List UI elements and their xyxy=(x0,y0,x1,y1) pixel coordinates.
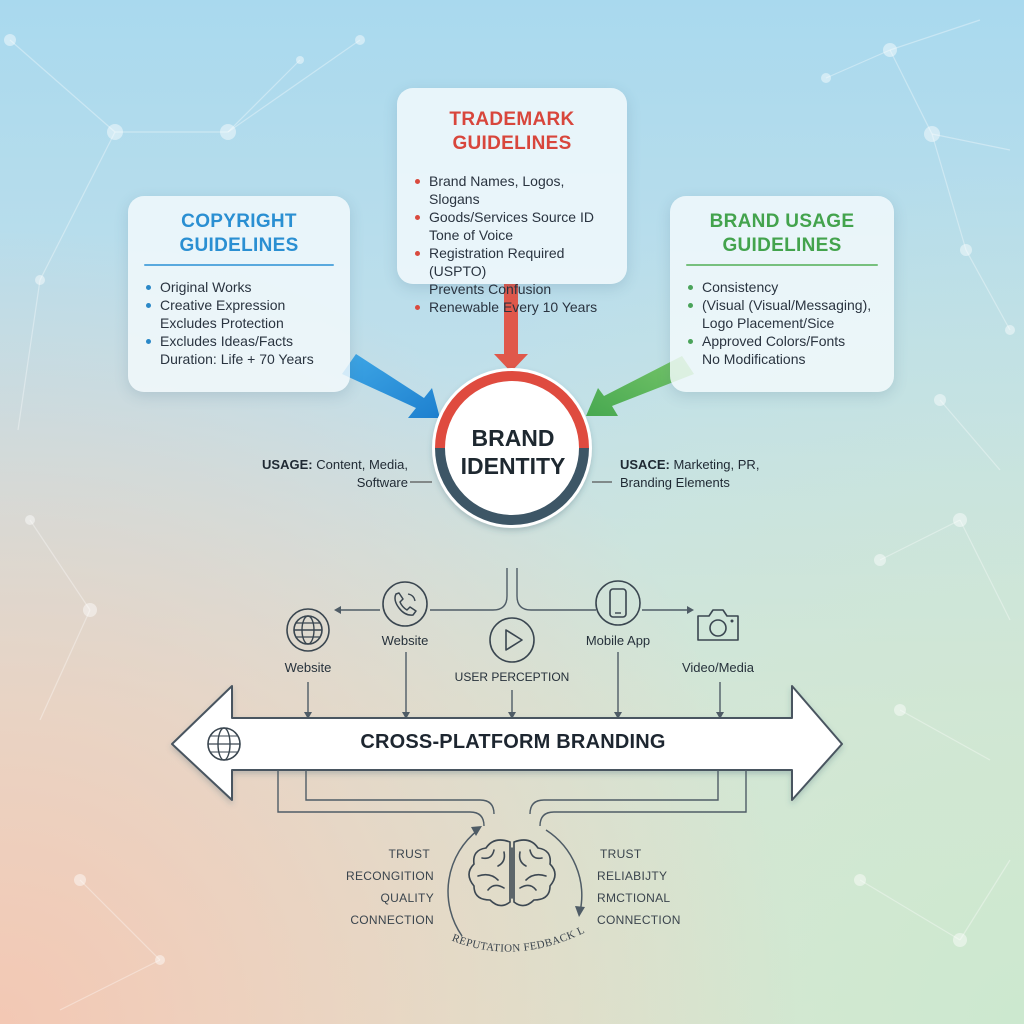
arrow-globe-icon xyxy=(207,727,241,761)
usage-arrow xyxy=(586,356,694,416)
list-item: Consistency xyxy=(686,278,878,296)
phone-icon xyxy=(382,581,428,627)
usage-title: BRAND USAGE GUIDELINES xyxy=(709,211,855,256)
cross-platform-title: CROSS-PLATFORM BRANDING xyxy=(360,731,666,753)
list-item: Brand Names, Logos, Slogans xyxy=(413,172,611,208)
list-item: No Modifications xyxy=(702,351,806,367)
list-item: Excludes Ideas/Facts xyxy=(144,332,334,350)
list-item: Original Works xyxy=(144,278,334,296)
trademark-divider xyxy=(413,160,611,162)
trademark-title: TRADEMARK GUIDELINES xyxy=(449,109,575,154)
usage-list: Consistency(Visual (Visual/Messaging),Lo… xyxy=(686,278,878,368)
list-item: Creative Expression xyxy=(144,296,334,314)
trademark-guidelines-card: TRADEMARK GUIDELINES Brand Names, Logos,… xyxy=(397,88,627,315)
feedback-right-2: RELIABIJTY xyxy=(597,869,668,883)
brain-icon xyxy=(468,839,556,907)
camera-icon xyxy=(697,609,739,641)
brand-usage-guidelines-card: BRAND USAGE GUIDELINES Consistency(Visua… xyxy=(670,196,894,392)
list-item: Excludes Protection xyxy=(160,315,284,331)
list-item: Logo Placement/Sice xyxy=(702,315,835,331)
feedback-right-4: CONNECTION xyxy=(597,913,681,927)
list-item: Approved Colors/Fonts xyxy=(686,332,878,350)
list-item: Goods/Services Source ID xyxy=(413,208,611,226)
copyright-title: COPYRIGHT GUIDELINES xyxy=(179,211,299,256)
cross-platform-arrow xyxy=(171,685,843,801)
feedback-right-1: TRUST xyxy=(600,847,642,861)
brand-identity-circle xyxy=(432,368,592,528)
list-item: Registration Required (USPTO) xyxy=(413,244,611,280)
platform-label-website: Website xyxy=(284,660,332,675)
copyright-divider xyxy=(144,264,334,266)
feedback-left-4: CONNECTION xyxy=(350,913,434,927)
platform-label-video-media: Video/Media xyxy=(681,660,755,675)
play-icon xyxy=(489,617,535,663)
trademark-arrow xyxy=(494,284,528,372)
usage-caption-right: USACE: Marketing, PR, Branding Elements xyxy=(620,457,760,490)
globe-icon xyxy=(286,608,330,652)
usage-divider xyxy=(686,264,878,266)
feedback-right-3: RMCTIONAL xyxy=(597,891,671,905)
list-item: Renewable Every 10 Years xyxy=(413,298,611,316)
copyright-arrow xyxy=(342,354,440,418)
list-item: (Visual (Visual/Messaging), xyxy=(686,296,878,314)
brand-identity-label: BRAND IDENTITY xyxy=(460,425,566,479)
list-item: Tone of Voice xyxy=(429,227,514,243)
list-item: Prevents Confusion xyxy=(429,281,552,297)
platform-label-user-perception: USER PERCEPTION xyxy=(454,670,570,684)
feedback-left-2: RECONGITION xyxy=(346,869,434,883)
mobile-icon xyxy=(595,580,641,626)
feedback-left-1: TRUST xyxy=(388,847,430,861)
platform-label-website-phone: Website xyxy=(381,633,429,648)
platform-label-mobile-app: Mobile App xyxy=(585,633,651,648)
feedback-left-3: QUALITY xyxy=(380,891,434,905)
usage-caption-left: USAGE: Content, Media, Software xyxy=(262,457,408,490)
list-item: Duration: Life + 70 Years xyxy=(160,351,314,367)
